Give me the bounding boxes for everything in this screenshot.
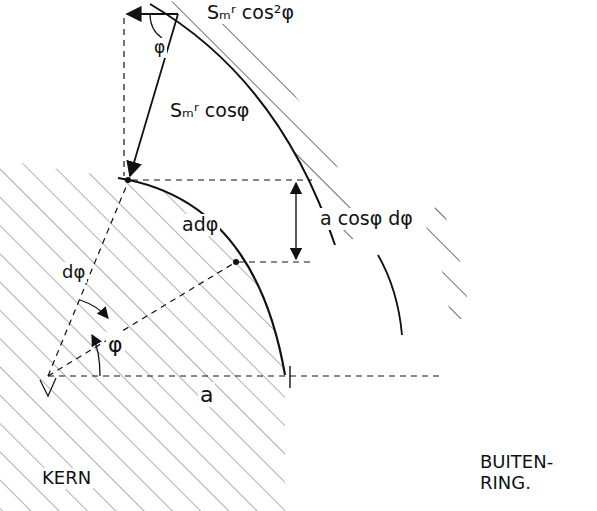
force-arrow bbox=[127, 13, 178, 15]
angle-label: dφ bbox=[60, 262, 87, 283]
arc-length-label: adφ bbox=[180, 214, 220, 236]
angle-arc bbox=[150, 14, 162, 38]
force-label: Sₘʳ cos²φ bbox=[205, 2, 296, 24]
outer-ring-arc bbox=[378, 255, 402, 335]
dimension-label: a cosφ dφ bbox=[318, 208, 415, 230]
ring-arc bbox=[150, 4, 335, 245]
angle-label: φ bbox=[106, 332, 125, 357]
force-label: Sₘʳ cosφ bbox=[168, 100, 251, 122]
region-label: KERN bbox=[40, 468, 93, 489]
outer-ring-hatching bbox=[420, 205, 470, 320]
force-arrow bbox=[130, 14, 178, 176]
dimension-arrow bbox=[295, 183, 296, 259]
radius-label: a bbox=[198, 382, 215, 407]
region-label: BUITEN- RING. bbox=[478, 452, 572, 493]
angle-label: φ bbox=[152, 38, 167, 58]
core-arc bbox=[118, 178, 285, 375]
dashed-line bbox=[123, 18, 124, 176]
